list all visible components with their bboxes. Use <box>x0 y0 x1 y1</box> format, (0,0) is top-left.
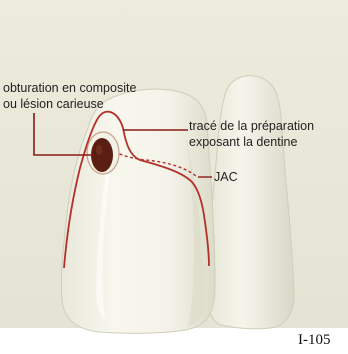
preparation-label-line2: exposant la dentine <box>189 135 297 150</box>
composite-label-line2: ou lésion carieuse <box>3 97 104 112</box>
composite-label-line1: obturation en composite <box>3 81 136 96</box>
carious-lesion <box>91 138 113 172</box>
preparation-label-line1: tracé de la préparation <box>189 119 314 134</box>
figure-id: I-105 <box>298 332 331 349</box>
jac-label: JAC <box>214 170 238 185</box>
